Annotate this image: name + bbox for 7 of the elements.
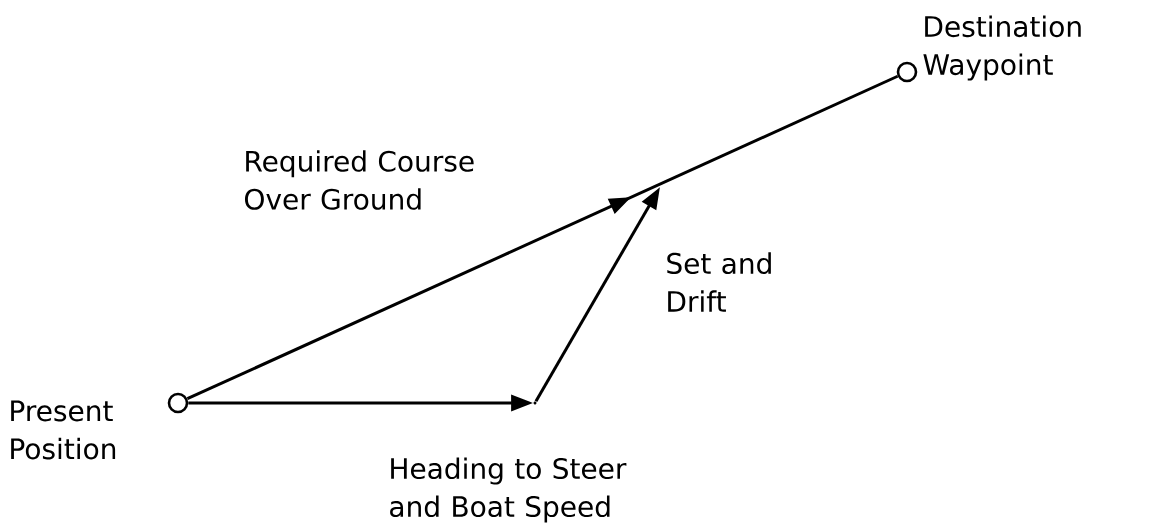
position-label: Destination Waypoint <box>923 15 1081 81</box>
vertex-point <box>533 401 537 405</box>
edge-label: Heading to Steer and Boat Speed <box>390 457 627 523</box>
position-label: Present Position <box>11 400 116 460</box>
edge-label: Required Course Over Ground <box>245 150 474 210</box>
edge-label: Set and Drift <box>667 252 771 312</box>
vector-arrow <box>186 74 899 401</box>
